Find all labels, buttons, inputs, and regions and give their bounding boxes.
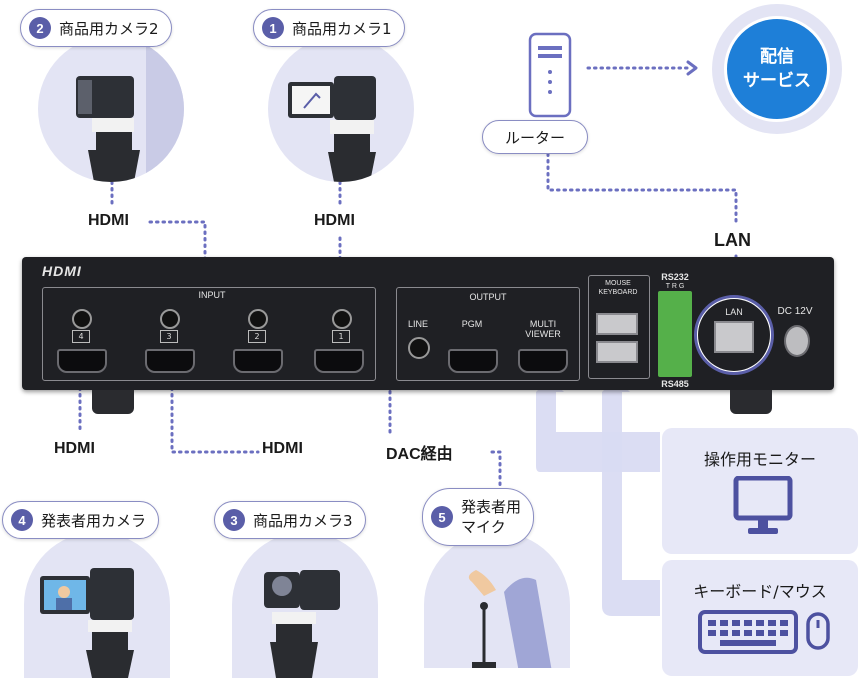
hdmi-label-cam1: HDMI [314, 212, 355, 229]
monitor-panel: 操作用モニター [662, 428, 858, 554]
camera1-illustration [268, 36, 414, 182]
input-label: INPUT [198, 290, 226, 300]
pgm-label: PGM [461, 319, 483, 329]
camera2-label: 2 商品用カメラ2 [20, 9, 172, 47]
input3-number: 3 [160, 330, 178, 343]
line-out-jack[interactable] [408, 337, 430, 359]
router-label: ルーター [482, 120, 589, 154]
dac-to-mic-line [490, 450, 502, 488]
multiviewer-hdmi-port[interactable] [518, 349, 568, 373]
input1-number: 1 [332, 330, 350, 343]
trg-label: T R G [665, 283, 685, 290]
service-line2: サービス [743, 71, 811, 91]
mic-text-line1: 発表者用 [461, 498, 522, 516]
multiviewer-label2: VIEWER [525, 329, 561, 339]
dc-power-jack[interactable] [784, 325, 810, 357]
router-icon [528, 32, 572, 118]
camera4-label: 4 発表者用カメラ [2, 501, 160, 539]
device-logo: HDMI [42, 263, 82, 279]
camera3-number: 3 [223, 509, 245, 531]
lan-port[interactable] [714, 321, 754, 353]
camera3-icon [264, 570, 340, 678]
input4-audio-jack[interactable] [72, 309, 92, 329]
usb-port-bottom[interactable] [596, 341, 638, 363]
mouse-label: MOUSE [605, 280, 631, 287]
input1-hdmi-port[interactable] [314, 349, 364, 373]
input4-hdmi-port[interactable] [57, 349, 107, 373]
keyboard-icon [698, 610, 798, 654]
rs-terminal-block[interactable] [658, 291, 692, 377]
camera1-label: 1 商品用カメラ1 [253, 9, 405, 47]
camera3-illustration [232, 532, 378, 678]
camera2-icon [76, 36, 184, 182]
camera2-text: 商品用カメラ2 [59, 19, 159, 38]
foot-left [92, 390, 134, 414]
camera4-illustration [24, 532, 170, 678]
dac-label: DAC経由 [386, 446, 453, 463]
rs232-label: RS232 [661, 272, 689, 282]
camera3-label: 3 商品用カメラ3 [214, 501, 366, 539]
streaming-service: 配信 サービス [712, 4, 842, 134]
lan-label: LAN [714, 230, 751, 250]
router-to-lan-line [546, 152, 738, 228]
hdmi-label-cam3: HDMI [262, 440, 303, 457]
keyboard-panel: キーボード/マウス [662, 560, 858, 676]
camera1-text: 商品用カメラ1 [292, 19, 392, 38]
router-text: ルーター [505, 128, 566, 147]
monitor-label: 操作用モニター [703, 450, 816, 469]
pgm-hdmi-port[interactable] [448, 349, 498, 373]
camera3-text: 商品用カメラ3 [253, 511, 353, 530]
foot-right [730, 390, 772, 414]
camera2-number: 2 [29, 17, 51, 39]
hdmi-label-cam2: HDMI [88, 212, 129, 229]
input2-hdmi-port[interactable] [233, 349, 283, 373]
service-line1: 配信 [760, 47, 794, 67]
input2-number: 2 [248, 330, 266, 343]
camera2-illustration [38, 36, 184, 182]
mic-number: 5 [431, 506, 453, 528]
monitor-icon [733, 476, 793, 534]
mouse-icon [806, 612, 830, 650]
output-label: OUTPUT [469, 292, 507, 302]
mic-text-line2: マイク [461, 518, 506, 536]
camera4-icon [40, 568, 134, 678]
line-label: LINE [407, 319, 428, 329]
camera4-text: 発表者用カメラ [41, 511, 147, 530]
mic-label: 5 発表者用 マイク [422, 488, 535, 546]
keyboard-label: KEYBOARD [598, 289, 638, 296]
dc-label: DC 12V [777, 306, 813, 317]
input3-audio-jack[interactable] [160, 309, 180, 329]
switcher-device: HDMI INPUT 4 3 2 1 OUTPUT LINE PGM MULTI… [22, 257, 834, 390]
input3-line [170, 386, 260, 454]
arrow-service [686, 60, 698, 76]
usb-section [588, 275, 650, 379]
mic-illustration [424, 532, 570, 678]
camera1-number: 1 [262, 17, 284, 39]
input1-audio-jack[interactable] [332, 309, 352, 329]
camera4-number: 4 [11, 509, 33, 531]
usb-port-top[interactable] [596, 313, 638, 335]
input3-hdmi-port[interactable] [145, 349, 195, 373]
keyboard-arrow [602, 378, 660, 616]
input2-audio-jack[interactable] [248, 309, 268, 329]
monitor-arrow [536, 378, 660, 472]
multiviewer-label1: MULTI [529, 319, 557, 329]
input4-number: 4 [72, 330, 90, 343]
hdmi-label-cam4: HDMI [54, 440, 95, 457]
keyboard-label: キーボード/マウス [693, 582, 827, 601]
lan-port-label: LAN [725, 307, 743, 317]
rs485-label: RS485 [661, 379, 689, 389]
output-section [396, 287, 580, 381]
microphone-icon [424, 570, 570, 678]
input-section [42, 287, 376, 381]
camera1-icon [288, 76, 376, 182]
